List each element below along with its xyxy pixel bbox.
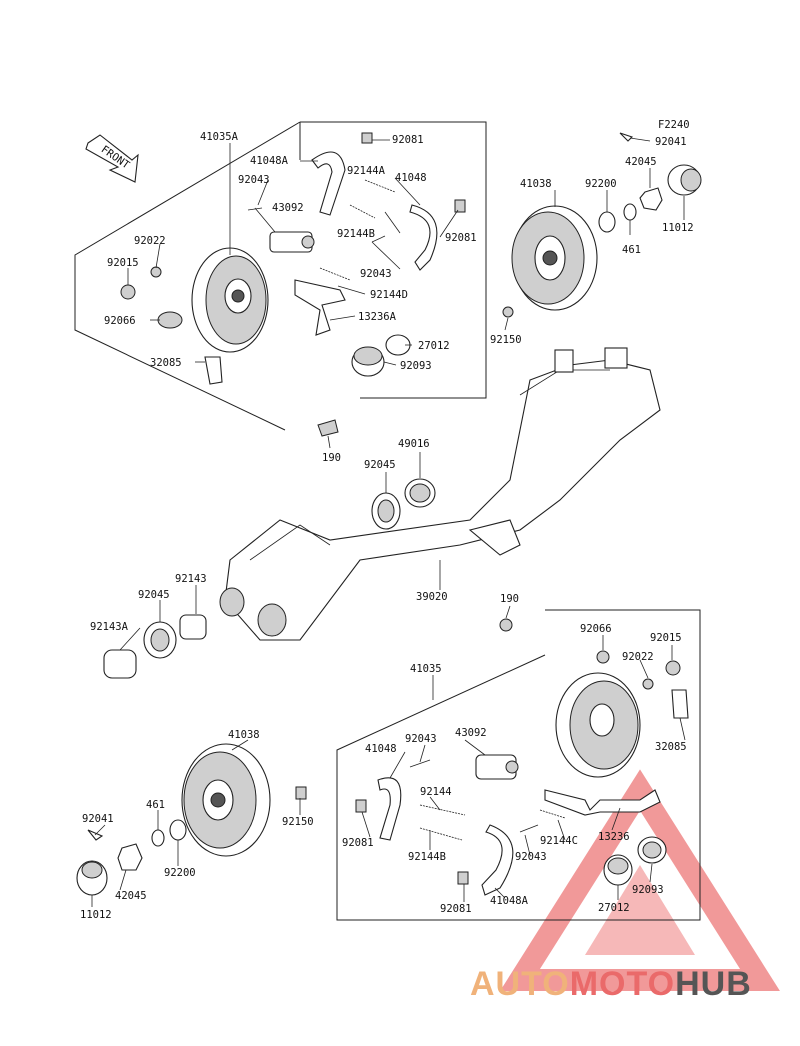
label-92150-b: 92150 [282, 816, 314, 828]
brake-backing-plate-right [555, 672, 641, 778]
label-92066-b: 92066 [580, 623, 612, 635]
wheel-cylinder-lower [475, 754, 519, 780]
label-41035A: 41035A [200, 131, 239, 143]
hub-parts-upper-right [502, 132, 702, 318]
label-92041-b: 92041 [82, 813, 114, 825]
label-92150-a: 92150 [490, 334, 522, 346]
label-92043-c: 92043 [405, 733, 437, 745]
label-92144C: 92144C [540, 835, 578, 847]
label-42045-a: 42045 [625, 156, 657, 168]
label-92200-a: 92200 [585, 178, 617, 190]
leader-lines [91, 137, 686, 907]
label-190-b: 190 [500, 593, 519, 605]
brake-backing-plate-left [191, 247, 269, 353]
label-41035: 41035 [410, 663, 442, 675]
bearings-center [317, 419, 436, 530]
label-27012-b: 27012 [598, 902, 630, 914]
label-41048-b: 41048 [365, 743, 397, 755]
lever-lower [544, 789, 661, 816]
code-label: F2240 [658, 119, 690, 131]
front-arrow-icon: FRONT [85, 134, 139, 183]
label-92144A: 92144A [347, 165, 386, 177]
label-190-a: 190 [322, 452, 341, 464]
lower-assembly-box [336, 609, 701, 921]
label-92144: 92144 [420, 786, 452, 798]
brake-drum-upper-right [511, 205, 598, 311]
label-92045-a: 92045 [364, 459, 396, 471]
label-92081-a: 92081 [392, 134, 424, 146]
label-92081-b: 92081 [445, 232, 477, 244]
brake-shoe-upper-a [311, 151, 346, 216]
label-92143A: 92143A [90, 621, 129, 633]
label-41048A-b: 41048A [490, 895, 529, 907]
watermark-hub: HUB [675, 965, 752, 1003]
label-92144D: 92144D [370, 289, 408, 301]
watermark-text: AUTOMOTOHUB [470, 965, 752, 1003]
wheel-cylinder-upper [269, 231, 315, 253]
watermark-moto: MOTO [570, 965, 675, 1003]
brake-drum-lower-left [181, 743, 307, 857]
brake-shoe-lower-b [481, 824, 514, 896]
small-parts-lower-right [355, 618, 689, 885]
bearings-left [103, 614, 207, 679]
label-92081-d: 92081 [440, 903, 472, 915]
watermark-auto: AUTO [470, 965, 570, 1003]
label-461-a: 461 [622, 244, 641, 256]
label-32085-a: 32085 [150, 357, 182, 369]
label-461-b: 461 [146, 799, 165, 811]
label-92093-b: 92093 [632, 884, 664, 896]
hub-parts-lower-left [76, 819, 187, 896]
label-49016: 49016 [398, 438, 430, 450]
label-39020: 39020 [416, 591, 448, 603]
label-13236: 13236 [598, 831, 630, 843]
seal-upper [351, 334, 411, 377]
lever-upper [294, 279, 346, 336]
label-27012-a: 27012 [418, 340, 450, 352]
label-92093-a: 92093 [400, 360, 432, 372]
label-41048-a: 41048 [395, 172, 427, 184]
label-92015-b: 92015 [650, 632, 682, 644]
label-92066-a: 92066 [104, 315, 136, 327]
label-43092-a: 43092 [272, 202, 304, 214]
label-92043-a: 92043 [238, 174, 270, 186]
label-41038-a: 41038 [520, 178, 552, 190]
upper-assembly-box [74, 121, 487, 431]
label-92144B-b: 92144B [408, 851, 446, 863]
brake-shoe-lower-a [377, 777, 402, 841]
label-92045-b: 92045 [138, 589, 170, 601]
label-41048A-a: 41048A [250, 155, 289, 167]
label-43092-b: 43092 [455, 727, 487, 739]
label-92143: 92143 [175, 573, 207, 585]
label-92144B-a: 92144B [337, 228, 375, 240]
label-41038-b: 41038 [228, 729, 260, 741]
small-parts-upper-left [120, 132, 466, 385]
label-42045-b: 42045 [115, 890, 147, 902]
label-13236A: 13236A [358, 311, 397, 323]
label-92081-c: 92081 [342, 837, 374, 849]
brake-shoe-upper-b [409, 204, 438, 271]
label-32085-b: 32085 [655, 741, 687, 753]
label-92200-b: 92200 [164, 867, 196, 879]
label-92022-a: 92022 [134, 235, 166, 247]
label-92041-a: 92041 [655, 136, 687, 148]
seal-lower [603, 836, 667, 886]
svg-text:AUTOMOTOHUB: AUTOMOTOHUB [470, 965, 752, 1003]
label-92043-b: 92043 [360, 268, 392, 280]
part-labels: F2240 41035A 92081 41048A 92144A 41048 9… [80, 119, 694, 921]
label-11012-b: 11012 [80, 909, 112, 921]
label-92015-a: 92015 [107, 257, 139, 269]
label-11012-a: 11012 [662, 222, 694, 234]
label-92043-d: 92043 [515, 851, 547, 863]
axle-housing [219, 347, 661, 641]
label-92022-b: 92022 [622, 651, 654, 663]
